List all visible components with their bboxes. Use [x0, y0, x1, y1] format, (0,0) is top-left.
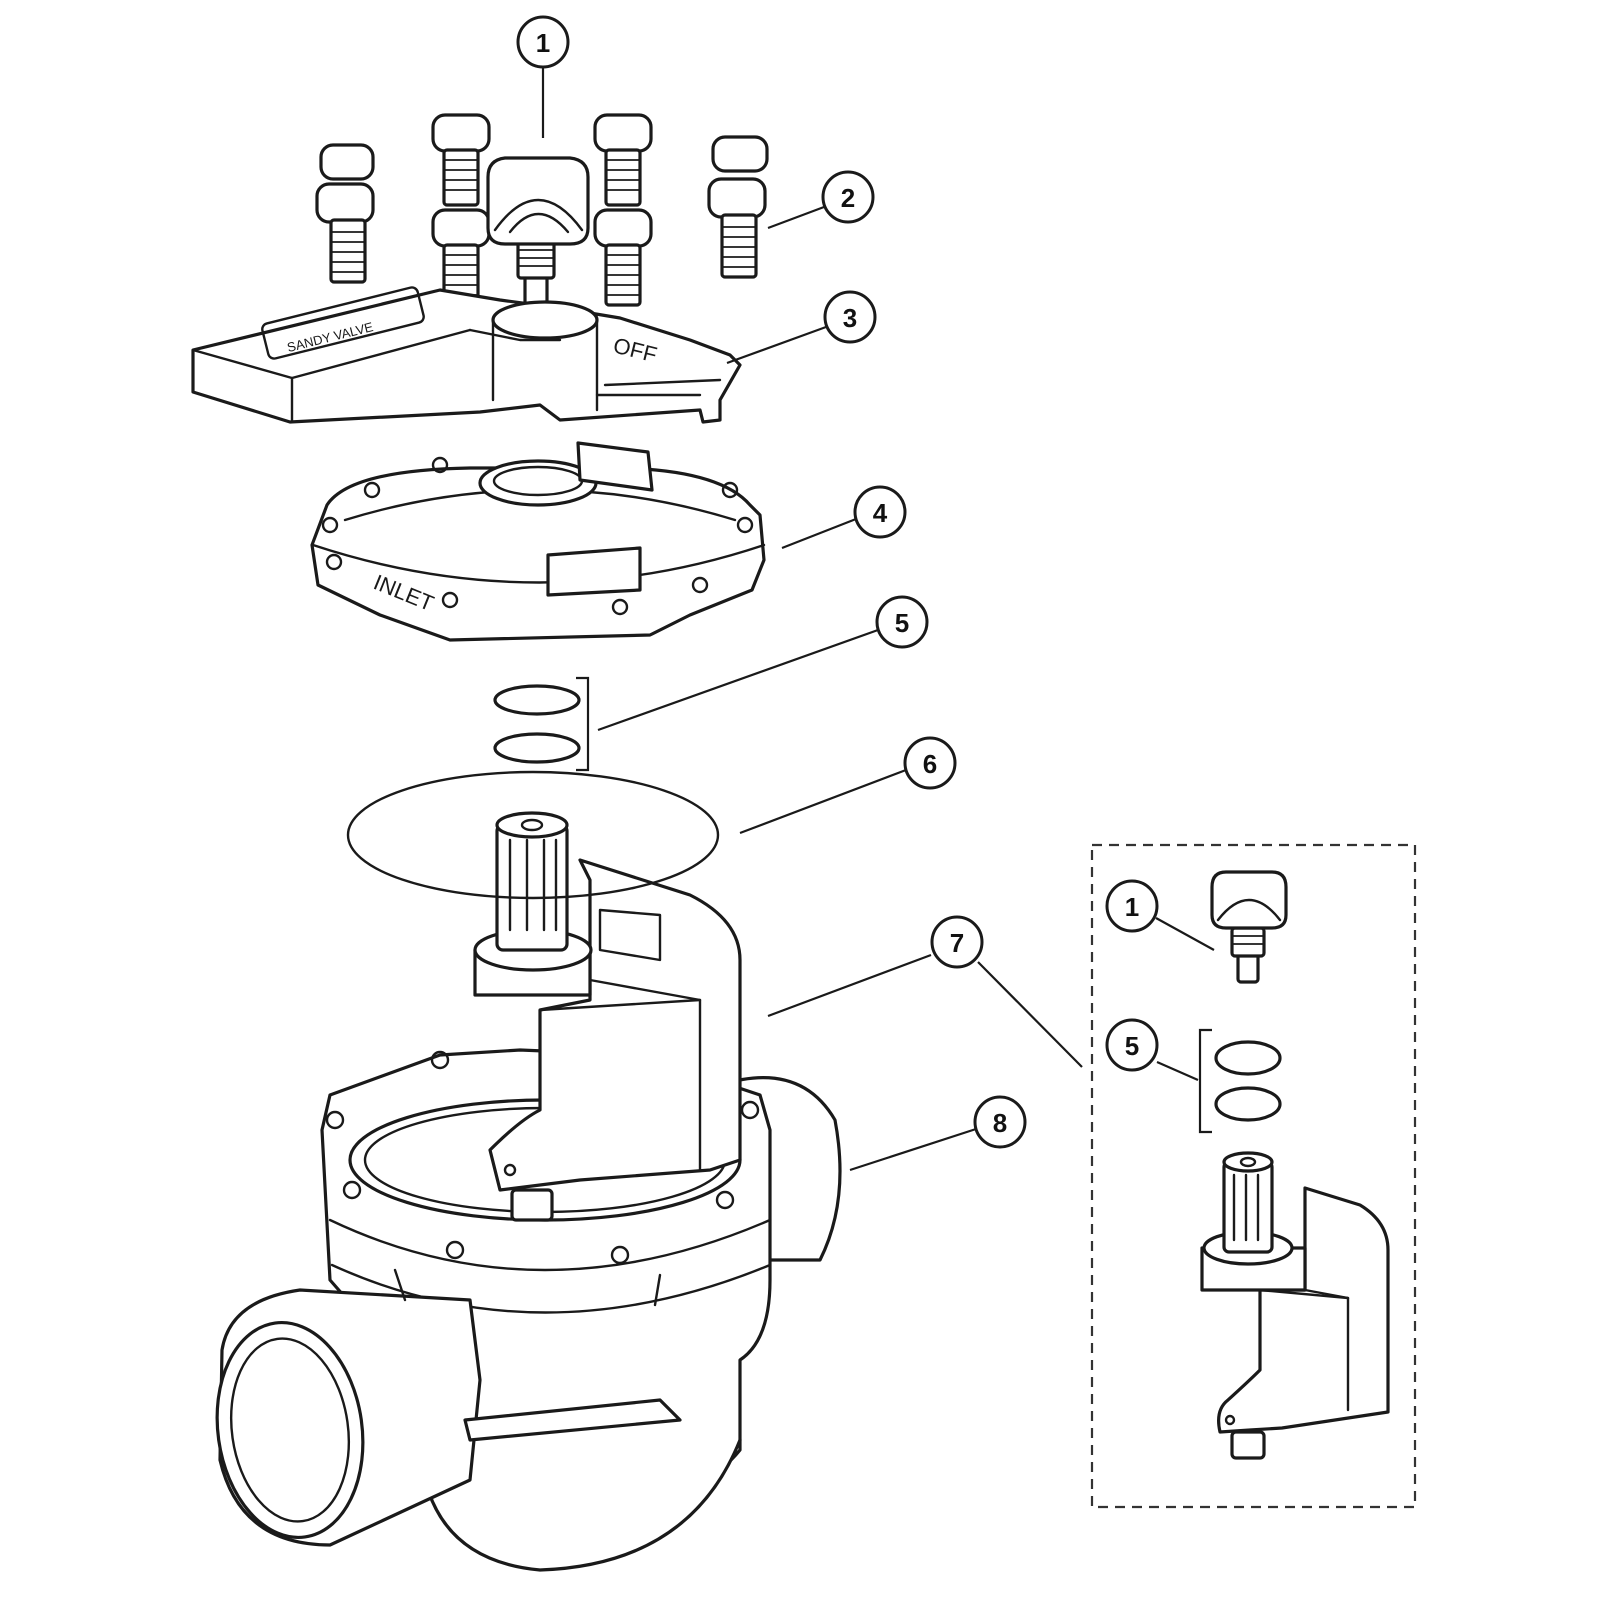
kit-o-rings — [1198, 1028, 1282, 1134]
callout-8-label: 8 — [993, 1108, 1007, 1138]
kit-callout-5-label: 5 — [1125, 1031, 1139, 1061]
screw — [431, 113, 491, 207]
handle: SANDY VALVE OFF — [191, 286, 742, 424]
screw — [315, 143, 375, 284]
callout-6: 6 — [903, 736, 957, 790]
callout-7: 7 — [930, 915, 984, 969]
callout-1: 1 — [516, 15, 570, 69]
knob — [486, 156, 590, 318]
callout-3: 3 — [823, 290, 877, 344]
callout-6-label: 6 — [923, 749, 937, 779]
callout-2: 2 — [821, 170, 875, 224]
o-rings — [493, 676, 590, 772]
diverter — [473, 811, 742, 1222]
lid-gasket — [346, 770, 720, 900]
kit-diverter — [1200, 1151, 1390, 1460]
callout-4-label: 4 — [873, 498, 888, 528]
kit-callout-1-label: 1 — [1125, 892, 1139, 922]
callout-2-label: 2 — [841, 183, 855, 213]
callout-8: 8 — [973, 1095, 1027, 1149]
kit-dashed-box — [1090, 843, 1417, 1509]
callout-5: 5 — [875, 595, 929, 649]
kit-knob — [1210, 870, 1288, 984]
callout-5-label: 5 — [895, 608, 909, 638]
callout-4: 4 — [853, 485, 907, 539]
kit-callout-5: 5 — [1105, 1018, 1159, 1072]
callout-7-label: 7 — [950, 928, 964, 958]
callout-1-label: 1 — [536, 28, 550, 58]
screw — [593, 208, 653, 307]
leader-lines — [541, 66, 1083, 1172]
callout-3-label: 3 — [843, 303, 857, 333]
kit-callout-1: 1 — [1105, 879, 1159, 933]
screw-set — [315, 113, 769, 307]
valve-lid: INLET — [310, 441, 766, 642]
screw — [593, 113, 653, 207]
screw — [707, 135, 769, 279]
replacement-kit: 1 5 — [1090, 843, 1417, 1509]
